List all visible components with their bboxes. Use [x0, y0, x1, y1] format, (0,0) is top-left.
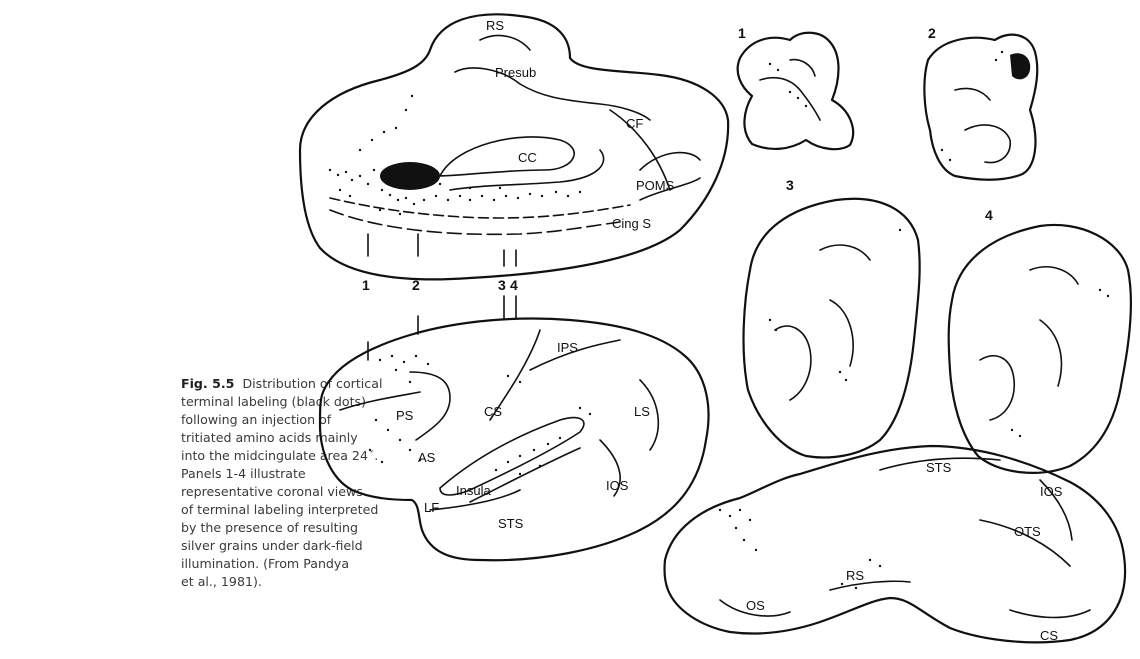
- level-3: 3: [498, 277, 506, 293]
- lateral-label-lf: LF: [424, 500, 439, 515]
- ventral-label-ots: OTS: [1014, 524, 1041, 539]
- ventral-view: STS IOS OTS RS OS CS: [664, 446, 1125, 643]
- level-2: 2: [412, 277, 420, 293]
- lateral-label-as: AS: [418, 450, 436, 465]
- rs-sulcus: [480, 35, 530, 50]
- ventral-label-rs: RS: [846, 568, 864, 583]
- medial-label-cf: CF: [626, 116, 643, 131]
- medial-label-cc: CC: [518, 150, 537, 165]
- ventral-label-cs: CS: [1040, 628, 1058, 643]
- medial-outline: [300, 14, 728, 279]
- lateral-label-sts: STS: [498, 516, 524, 531]
- ventral-outline: [664, 446, 1125, 642]
- injection-site: [380, 162, 440, 190]
- section-4-number: 4: [985, 207, 993, 223]
- level-markers: 1 2 3 4: [362, 234, 518, 360]
- medial-label-poms: POMS: [636, 178, 675, 193]
- level-1: 1: [362, 277, 370, 293]
- medial-label-dots: [329, 95, 581, 215]
- lateral-label-ips: IPS: [557, 340, 578, 355]
- lateral-label-ps: PS: [396, 408, 414, 423]
- ventral-cs-sulcus: [1010, 610, 1090, 618]
- medial-label-presub: Presub: [495, 65, 536, 80]
- lateral-view: IPS PS CS AS LS IOS Insula LF STS: [320, 319, 708, 561]
- medial-label-rs: RS: [486, 18, 504, 33]
- section-1: 1: [738, 25, 853, 149]
- medial-label-cing-s: Cing S: [612, 216, 651, 231]
- section-3: 3: [744, 177, 920, 457]
- section-2: 2: [924, 25, 1037, 180]
- ventral-label-os: OS: [746, 598, 765, 613]
- as-sulcus: [410, 372, 450, 440]
- ventral-label-sts: STS: [926, 460, 952, 475]
- ventral-label-ios: IOS: [1040, 484, 1063, 499]
- cc-upper: [440, 137, 574, 176]
- lateral-label-cs: CS: [484, 404, 502, 419]
- section-1-number: 1: [738, 25, 746, 41]
- section-2-number: 2: [928, 25, 936, 41]
- medial-view: RS Presub CF CC POMS Cing S: [300, 14, 728, 279]
- lateral-label-ios: IOS: [606, 478, 629, 493]
- ventral-rs-sulcus: [830, 581, 910, 590]
- section-3-number: 3: [786, 177, 794, 193]
- section-4: 4: [949, 207, 1131, 473]
- level-4: 4: [510, 277, 518, 293]
- lateral-label-insula: Insula: [456, 483, 491, 498]
- lateral-label-ls: LS: [634, 404, 650, 419]
